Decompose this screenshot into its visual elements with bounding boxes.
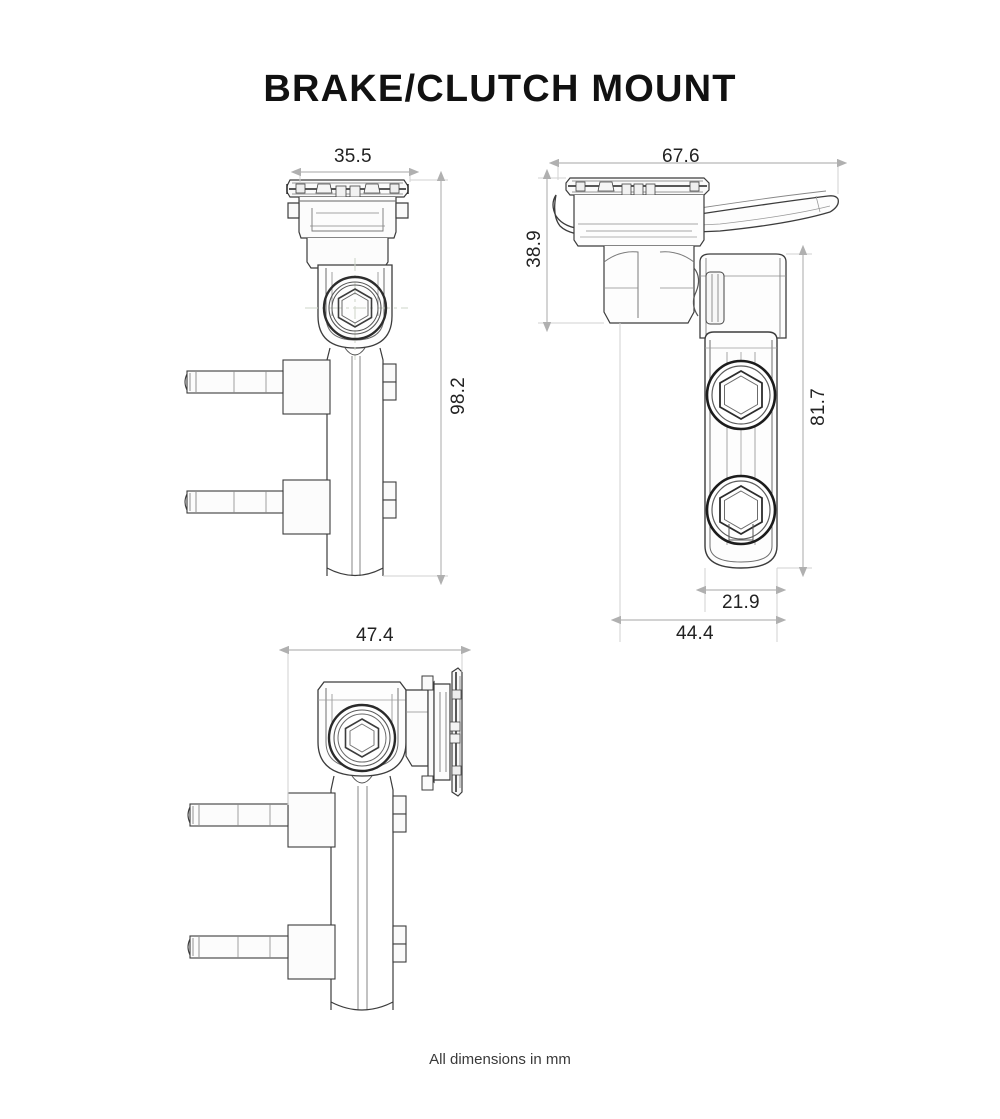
dimension-side-width: 67.6: [662, 146, 700, 167]
side-view-dimensions: [538, 158, 848, 642]
footer-note: All dimensions in mm: [429, 1051, 571, 1068]
bottom-view-geometry: [187, 667, 463, 1011]
page-title: BRAKE/CLUTCH MOUNT: [263, 68, 737, 110]
side-view-geometry: [552, 177, 839, 569]
dimension-front-height: 98.2: [448, 377, 469, 415]
bottom-view-dimensions: [278, 645, 472, 805]
dimension-side-head-height: 38.9: [524, 230, 545, 268]
front-view-geometry: [184, 179, 409, 577]
front-view-dimensions: [290, 167, 448, 586]
dimension-bottom-width: 47.4: [356, 625, 394, 646]
dimension-side-offset-width: 44.4: [676, 623, 714, 644]
dimension-side-clamp-width: 21.9: [722, 592, 760, 613]
dimension-side-clamp-height: 81.7: [808, 388, 829, 426]
dimension-front-width: 35.5: [334, 146, 372, 167]
